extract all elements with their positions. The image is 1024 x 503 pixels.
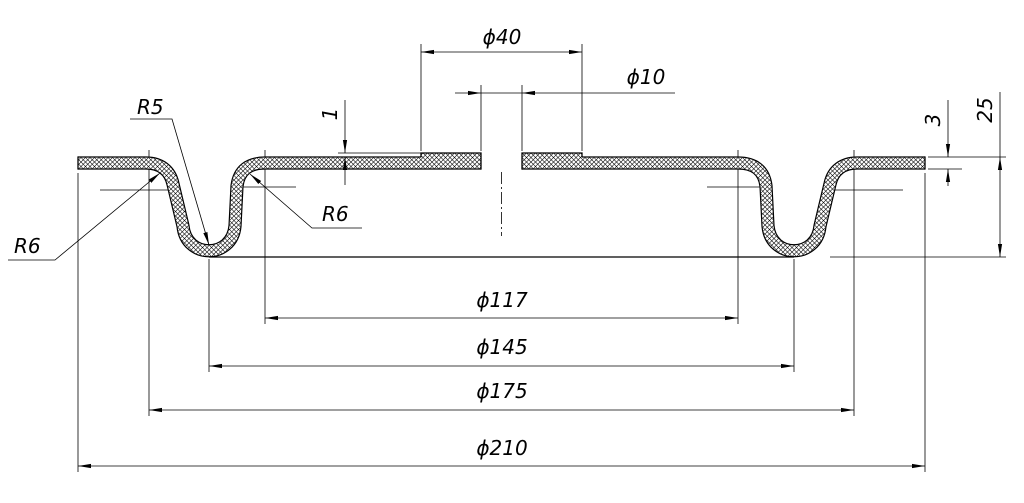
- label-d117: ϕ117: [476, 288, 528, 312]
- center-lines: [100, 172, 903, 236]
- profile-right-fill: [522, 163, 925, 251]
- extension-lines: [77, 44, 1006, 472]
- label-r6-left: R6: [14, 234, 41, 258]
- leader-r6-left: [8, 172, 161, 261]
- label-d145: ϕ145: [476, 335, 527, 359]
- profile-left-hatch: [78, 163, 481, 251]
- label-d40: ϕ40: [483, 25, 522, 49]
- label-r5: R5: [137, 95, 164, 119]
- boss-left-outline: [420, 152, 482, 170]
- profile-right-hatch: [522, 163, 925, 251]
- label-boss-height: 1: [318, 108, 342, 121]
- label-d175: ϕ175: [476, 379, 527, 403]
- boss-right-outline: [521, 152, 583, 170]
- profile-left-outline: [78, 163, 481, 251]
- boss-right-hatch: [522, 153, 582, 158]
- label-thickness: 3: [921, 114, 945, 127]
- label-height: 25: [973, 97, 997, 122]
- dimension-labels: ϕ40 ϕ10 1 3 25 R5 R6 R6 ϕ117 ϕ145 ϕ175 ϕ…: [14, 25, 997, 460]
- label-r6-right: R6: [322, 202, 349, 226]
- boss-left-hatch: [421, 153, 481, 158]
- label-d210: ϕ210: [476, 436, 527, 460]
- dimension-lines: [8, 49, 1003, 469]
- leader-r5: [130, 118, 210, 246]
- label-d10: ϕ10: [627, 65, 666, 89]
- profile-right-outline: [522, 163, 925, 251]
- leader-r6-right: [249, 173, 362, 229]
- section-profile: [78, 152, 925, 258]
- profile-left-fill: [78, 163, 481, 251]
